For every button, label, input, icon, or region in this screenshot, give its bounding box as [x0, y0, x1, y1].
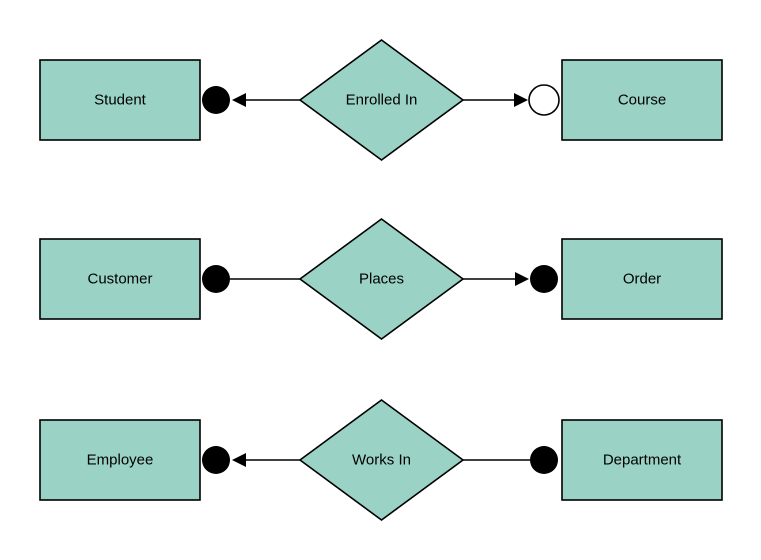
relationship-works-in-label: Works In — [352, 452, 411, 469]
entity-course-label: Course — [618, 92, 666, 109]
entity-student — [39, 59, 201, 141]
row-customer-order: Customer Places Order — [39, 218, 723, 340]
relationship-places-label: Places — [359, 271, 404, 288]
cardinality-dot-filled — [202, 446, 230, 474]
entity-student-label: Student — [94, 92, 147, 109]
cardinality-dot-filled — [530, 265, 558, 293]
cardinality-dot-filled — [202, 265, 230, 293]
entity-order — [561, 238, 723, 320]
arrowhead-left-icon — [232, 453, 246, 467]
arrowhead-right-icon — [514, 93, 528, 107]
entity-department-label: Department — [603, 452, 682, 469]
entity-employee-label: Employee — [87, 452, 154, 469]
cardinality-dot-filled — [530, 446, 558, 474]
row-employee-department: Employee Works In Department — [39, 399, 723, 521]
cardinality-dot-filled — [202, 86, 230, 114]
relationship-enrolled-in — [298, 39, 465, 161]
arrowhead-left-icon — [232, 93, 246, 107]
entity-course — [561, 59, 723, 141]
entity-customer-label: Customer — [87, 271, 152, 288]
arrowhead-right-icon — [515, 272, 529, 286]
entity-employee — [39, 419, 201, 501]
relationship-enrolled-in-label: Enrolled In — [346, 92, 418, 109]
entity-customer — [39, 238, 201, 320]
cardinality-dot-open — [528, 84, 560, 116]
entity-department — [561, 419, 723, 501]
entity-order-label: Order — [623, 271, 661, 288]
relationship-places — [298, 218, 465, 340]
row-student-course: Student Enrolled In Course — [39, 39, 723, 161]
relationship-works-in — [298, 399, 465, 521]
